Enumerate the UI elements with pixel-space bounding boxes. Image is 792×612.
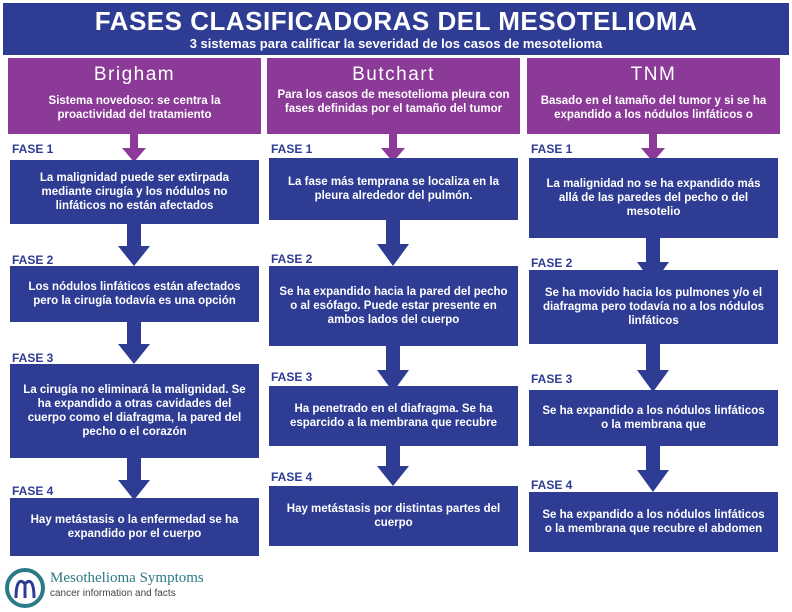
logo-tagline: cancer information and facts	[50, 588, 176, 599]
page-title: FASES CLASIFICADORAS DEL MESOTELIOMA	[94, 6, 698, 36]
page-subtitle: 3 sistemas para calificar la severidad d…	[189, 36, 603, 51]
down-arrow-icon	[377, 346, 409, 392]
column-description: Basado en el tamaño del tumor y si se ha…	[540, 95, 767, 121]
column-description: Sistema novedoso: se centra la proactivi…	[48, 95, 221, 121]
column-description: Para los casos de mesotelioma pleura con…	[277, 89, 510, 115]
column-name: Brigham	[93, 64, 176, 85]
phase-box: Se ha expandido a los nódulos linfáticos…	[529, 492, 778, 552]
phase-box: La malignidad no se ha expandido más all…	[529, 158, 778, 238]
down-arrow-icon	[122, 134, 146, 162]
phase-box: Hay metástasis o la enfermedad se ha exp…	[10, 498, 259, 556]
down-arrow-icon	[118, 224, 150, 266]
down-arrow-icon	[118, 322, 150, 364]
down-arrow-icon	[118, 458, 150, 500]
phase-box: Ha penetrado en el diafragma. Se ha espa…	[269, 386, 518, 446]
column-header: TNM Basado en el tamaño del tumor y si s…	[527, 58, 780, 134]
down-arrow-icon	[641, 134, 665, 162]
phase-box: Se ha movido hacia los pulmones y/o el d…	[529, 270, 778, 344]
logo-name: Mesothelioma Symptoms	[50, 570, 204, 586]
phase-label: FASE 1	[12, 142, 54, 156]
phase-label: FASE 3	[12, 351, 54, 365]
phase-box: La fase más temprana se localiza en la p…	[269, 158, 518, 220]
phase-label: FASE 4	[271, 470, 313, 484]
down-arrow-icon	[637, 446, 669, 492]
phase-label: FASE 2	[531, 256, 573, 270]
column-name: Butchart	[352, 64, 435, 85]
phase-label: FASE 2	[271, 252, 313, 266]
column-name: TNM	[630, 64, 677, 85]
down-arrow-icon	[381, 134, 405, 162]
phase-label: FASE 1	[531, 142, 573, 156]
brand-logo[interactable]: Mesothelioma Symptoms cancer information…	[2, 566, 242, 610]
phase-label: FASE 3	[531, 372, 573, 386]
column-header: Brigham Sistema novedoso: se centra la p…	[8, 58, 261, 134]
phase-label: FASE 4	[12, 484, 54, 498]
phase-box: La cirugía no eliminará la malignidad. S…	[10, 364, 259, 458]
ribbon-logo-icon	[5, 568, 45, 608]
column-header: Butchart Para los casos de mesotelioma p…	[267, 58, 520, 134]
column-tnm: TNM Basado en el tamaño del tumor y si s…	[527, 58, 780, 554]
phase-label: FASE 3	[271, 370, 313, 384]
phase-box: Se ha expandido hacia la pared del pecho…	[269, 266, 518, 346]
phase-box: Hay metástasis por distintas partes del …	[269, 486, 518, 546]
phase-label: FASE 1	[271, 142, 313, 156]
phase-box: La malignidad puede ser extirpada median…	[10, 160, 259, 224]
down-arrow-icon	[377, 220, 409, 266]
phase-label: FASE 2	[12, 253, 54, 267]
header-banner: FASES CLASIFICADORAS DEL MESOTELIOMA 3 s…	[3, 3, 789, 55]
column-brigham: Brigham Sistema novedoso: se centra la p…	[8, 58, 261, 556]
phase-label: FASE 4	[531, 478, 573, 492]
down-arrow-icon	[637, 344, 669, 392]
down-arrow-icon	[377, 446, 409, 486]
column-butchart: Butchart Para los casos de mesotelioma p…	[267, 58, 520, 554]
phase-box: Se ha expandido a los nódulos linfáticos…	[529, 390, 778, 446]
phase-box: Los nódulos linfáticos están afectados p…	[10, 266, 259, 322]
